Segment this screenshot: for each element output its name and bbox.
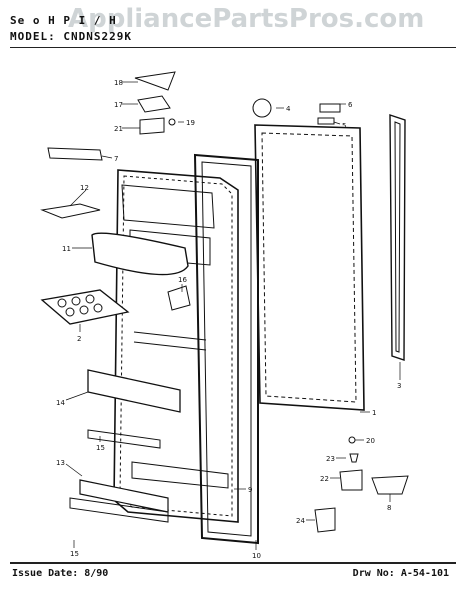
part-24: [314, 507, 336, 533]
egg-tray-2: [40, 289, 130, 325]
callout-7: 7: [114, 155, 118, 163]
callout-16: 16: [178, 276, 187, 284]
door-panel: [254, 124, 365, 411]
footer-rule: [10, 562, 456, 564]
header-rule: [10, 47, 456, 48]
door-liner: [113, 169, 239, 523]
part-19: [168, 118, 176, 126]
door-handle: [389, 114, 406, 361]
footer: Issue Date: 8/90 Drw No: A-54-101: [0, 560, 463, 600]
leader-lines: [65, 81, 401, 550]
part-23: [349, 453, 359, 463]
drawing-number: Drw No: A-54-101: [352, 568, 449, 579]
callout-labels: 1 2 3 4 5 6 7 8 9 10 11 12 13 14 15 15 1…: [56, 79, 401, 558]
callout-10: 10: [252, 552, 261, 558]
callout-23: 23: [326, 455, 335, 463]
callout-19: 19: [186, 119, 195, 127]
model-label: MODEL: CNDNS229K: [10, 30, 132, 43]
callout-13: 13: [56, 459, 65, 467]
callout-2: 2: [77, 335, 81, 343]
callout-12: 12: [80, 184, 89, 192]
part-18: [134, 71, 176, 91]
part-5: [317, 117, 335, 125]
hinge-7: [47, 147, 103, 161]
callout-15-lower: 15: [70, 550, 79, 558]
dairy-door-11: [91, 232, 189, 276]
series-label: Se o H P I / H: [10, 14, 117, 27]
part-22: [339, 469, 363, 491]
callout-24: 24: [296, 517, 305, 525]
part-21: [139, 117, 165, 135]
exploded-parts-diagram: 1 2 3 4 5 6 7 8 9 10 11 12 13 14 15 15 1…: [40, 71, 409, 558]
part-16: [167, 285, 191, 311]
bottom-bin-13: [79, 479, 169, 513]
part-20: [348, 436, 356, 444]
callout-11: 11: [62, 245, 71, 253]
trim-15-lower: [69, 497, 169, 523]
callout-18: 18: [114, 79, 123, 87]
part-17: [137, 95, 171, 113]
door-gasket: [193, 153, 259, 545]
callout-4: 4: [286, 105, 291, 113]
part-8: [371, 475, 409, 495]
callout-15-upper: 15: [96, 444, 105, 452]
part-4: [252, 98, 272, 118]
watermark: AppliancePartsPros.com: [68, 4, 425, 34]
header: AppliancePartsPros.com Se o H P I / H MO…: [8, 4, 458, 60]
trim-15-upper: [87, 429, 161, 449]
callout-5: 5: [342, 122, 346, 130]
part-6: [319, 103, 341, 113]
callout-9: 9: [248, 486, 252, 494]
callout-20: 20: [366, 437, 375, 445]
callout-22: 22: [320, 475, 329, 483]
callout-8: 8: [387, 504, 391, 512]
callout-17: 17: [114, 101, 123, 109]
callout-6: 6: [348, 101, 353, 109]
callout-14: 14: [56, 399, 65, 407]
callout-1: 1: [372, 409, 376, 417]
issue-date: Issue Date: 8/90: [12, 568, 109, 579]
callout-3: 3: [397, 382, 401, 390]
door-bin-14: [87, 369, 181, 413]
shelf-12: [40, 203, 101, 219]
callout-21: 21: [114, 125, 123, 133]
